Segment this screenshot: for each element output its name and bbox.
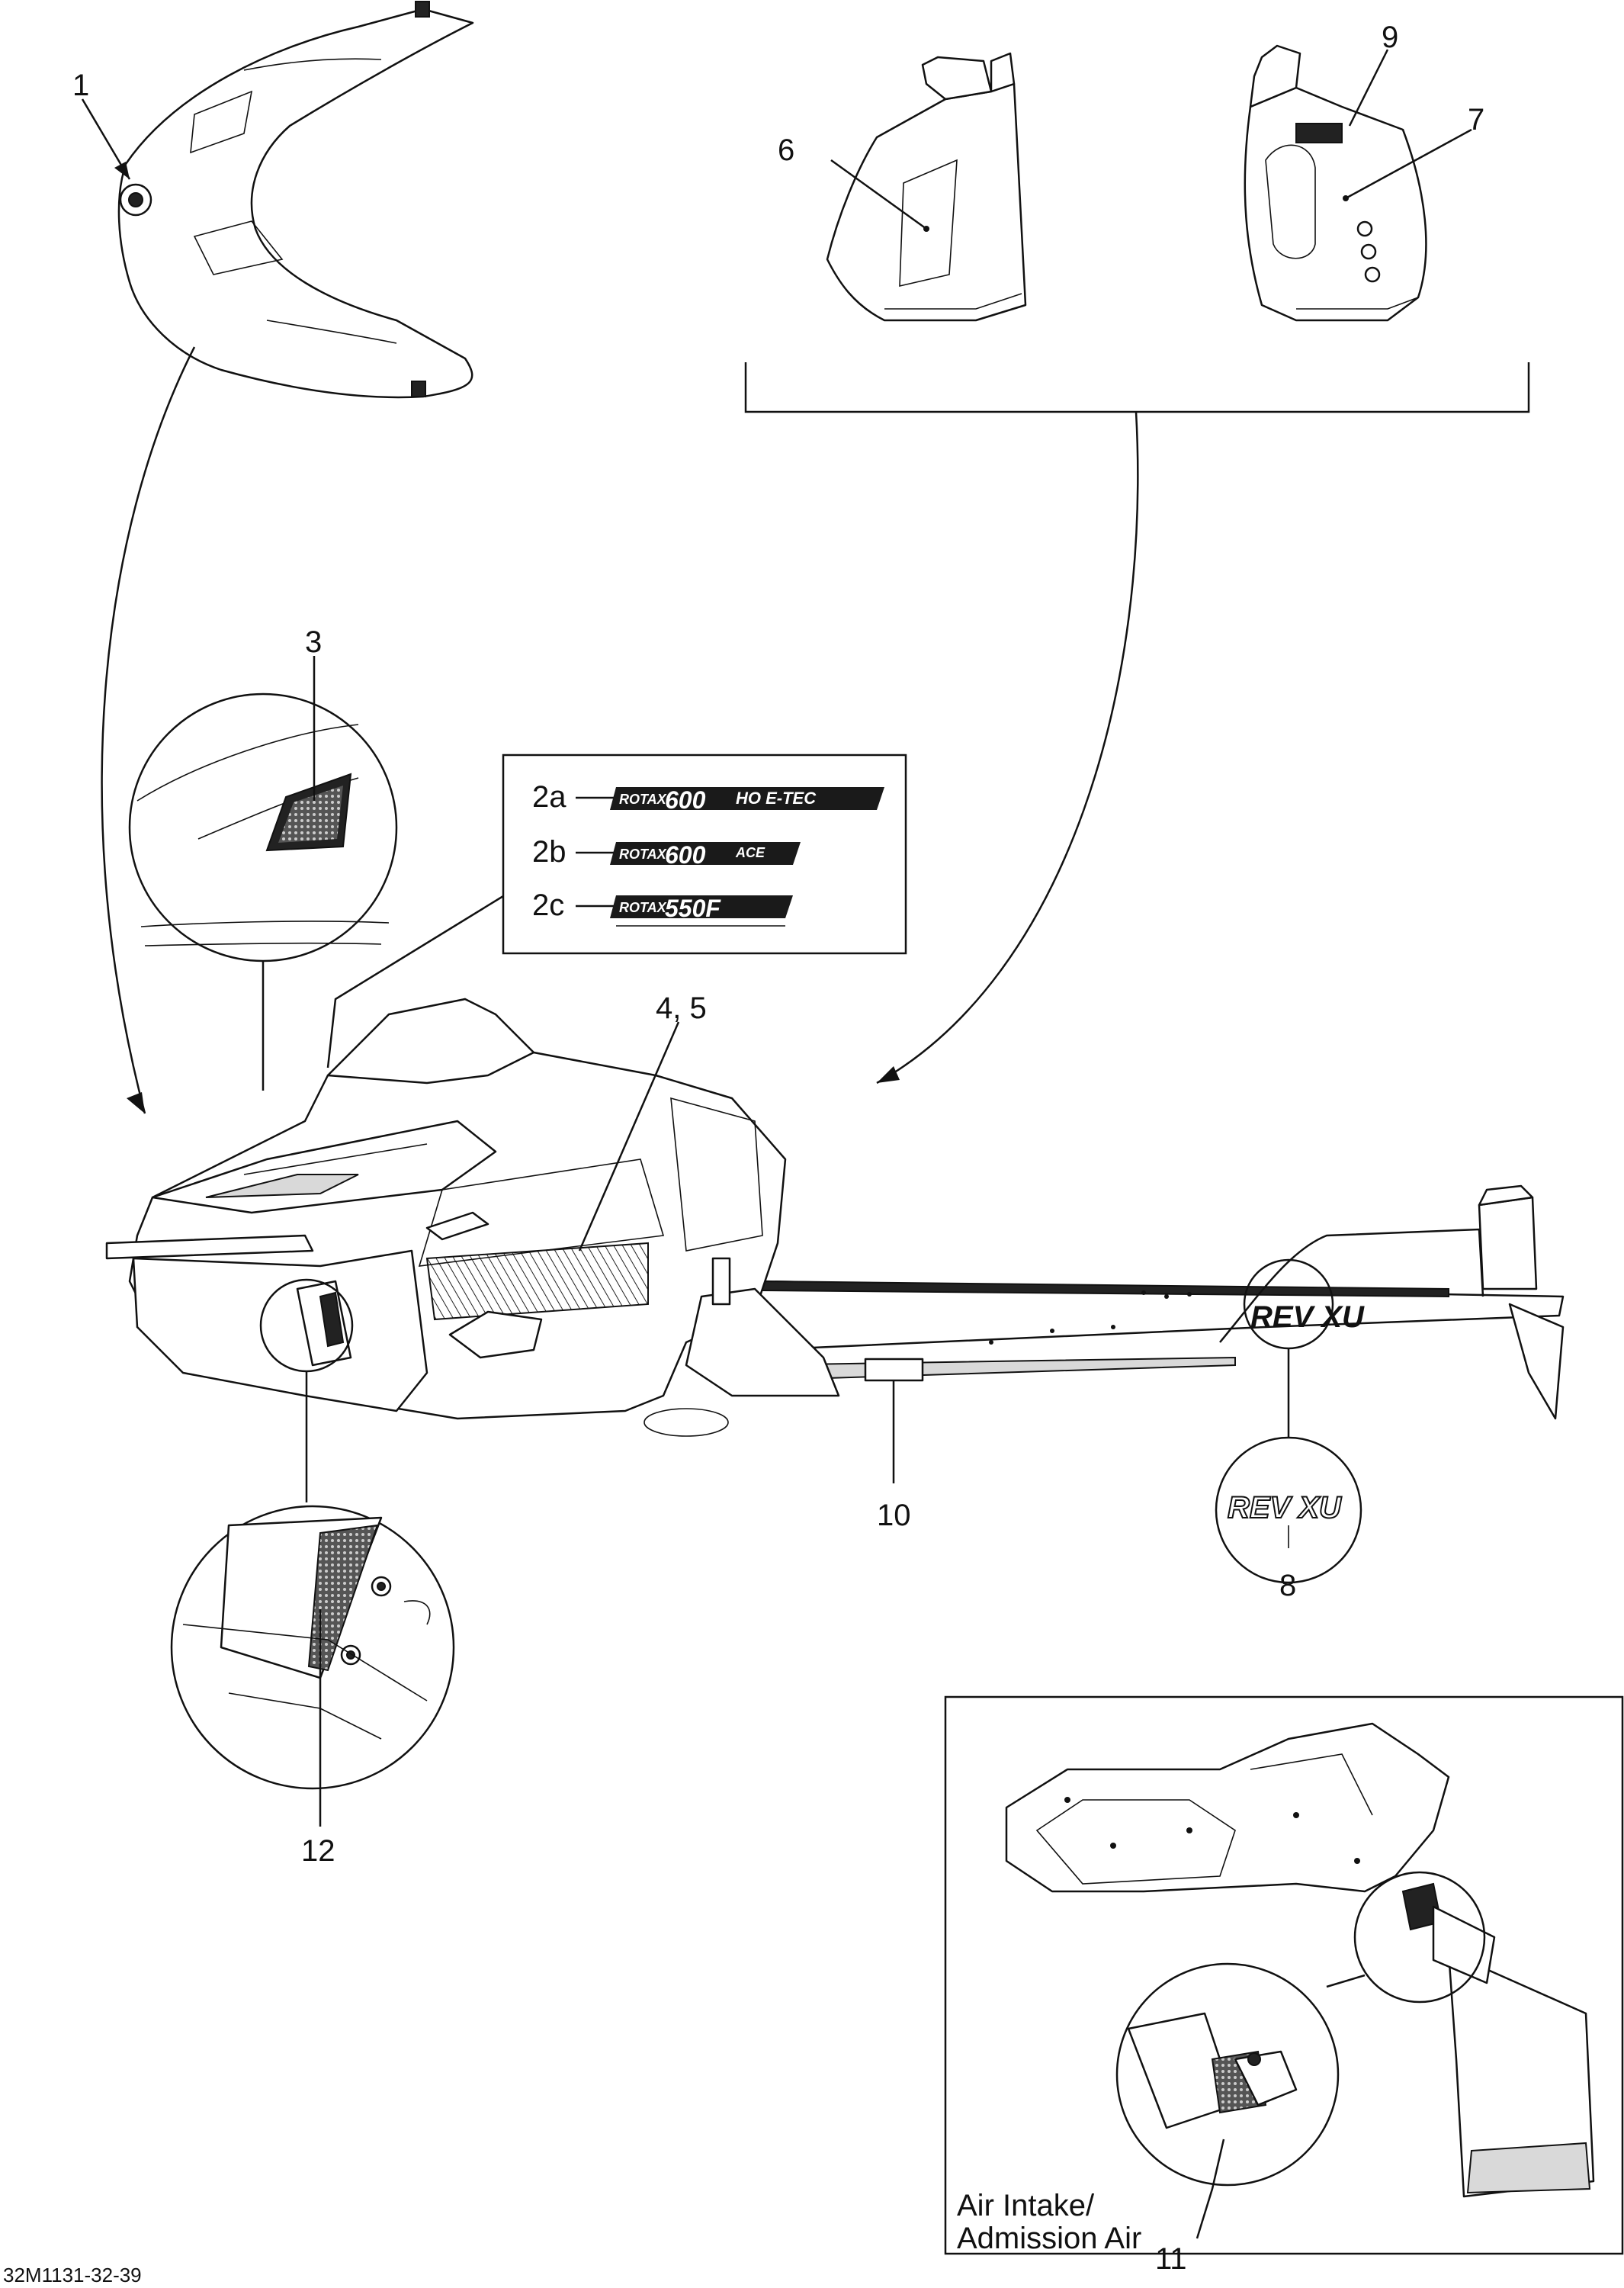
decal-2b-brand: ROTAX bbox=[619, 847, 667, 862]
callout-8: 8 bbox=[1279, 1569, 1296, 1602]
leader-callout-45 bbox=[578, 1021, 680, 1252]
arrow-callout-1 bbox=[114, 162, 130, 179]
point-callout-6 bbox=[923, 226, 929, 232]
side-panels-bracket bbox=[744, 362, 1530, 413]
callout-2a: 2a bbox=[532, 780, 566, 814]
snowmobile-body: REV XU bbox=[105, 998, 1565, 1437]
callout-4-5: 4, 5 bbox=[656, 991, 707, 1025]
decal-2b-model: 600 bbox=[665, 841, 706, 869]
decal-2b-suffix: ACE bbox=[735, 845, 765, 860]
decal-2a-brand: ROTAX bbox=[619, 792, 667, 807]
detail-circle-12 bbox=[170, 1278, 455, 1790]
inset-title-line2: Admission Air bbox=[957, 2222, 1141, 2255]
side-panel-right-part bbox=[1244, 44, 1427, 322]
air-intake-inset bbox=[944, 1695, 1624, 2255]
decal-2c-plate bbox=[610, 895, 793, 918]
callout-1: 1 bbox=[72, 69, 89, 102]
callout-3: 3 bbox=[305, 625, 322, 659]
leader-decal-box bbox=[326, 895, 504, 1068]
callout-2b: 2b bbox=[532, 835, 566, 869]
leader-hood bbox=[101, 346, 196, 1114]
decal-2a-model: 600 bbox=[665, 786, 706, 814]
callout-2c: 2c bbox=[532, 889, 564, 922]
leader-callout-7 bbox=[1345, 128, 1472, 200]
reference-number: 32M1131-32-39 bbox=[3, 2264, 142, 2286]
arrow-side-panels bbox=[877, 1066, 900, 1083]
callout-11: 11 bbox=[1155, 2242, 1187, 2276]
decal-2a-plate bbox=[610, 787, 884, 810]
decal-2a-suffix: HO E-TEC bbox=[736, 789, 817, 808]
callout-9: 9 bbox=[1382, 21, 1398, 54]
decal-2b-plate bbox=[610, 842, 801, 865]
callout-6: 6 bbox=[778, 133, 794, 167]
callout-10: 10 bbox=[877, 1499, 911, 1532]
leader-callout-6 bbox=[830, 159, 927, 230]
arrow-hood bbox=[127, 1092, 145, 1113]
decal-2c-brand: ROTAX bbox=[619, 900, 667, 915]
point-callout-7 bbox=[1343, 195, 1349, 201]
decal-2c-model: 550F bbox=[665, 895, 721, 922]
detail-circle-8: REV XU bbox=[1215, 1258, 1362, 1584]
inset-title-line1: Air Intake/ bbox=[957, 2189, 1095, 2222]
leader-callout-9 bbox=[1348, 49, 1389, 127]
tunnel-rev-xu-decal: REV XU bbox=[1250, 1300, 1365, 1334]
leader-callout-11 bbox=[1196, 2139, 1225, 2239]
detail-circle-3 bbox=[128, 693, 398, 962]
callout-12: 12 bbox=[301, 1834, 335, 1868]
engine-decal-box: ROTAX 600 HO E-TEC ROTAX 600 ACE ROTAX 5… bbox=[502, 754, 907, 955]
hood-panel-part bbox=[117, 1, 474, 399]
side-panel-left-part bbox=[826, 52, 1027, 322]
leader-side-panels bbox=[876, 411, 1139, 1085]
detail-rev-xu-decal: REV XU bbox=[1228, 1491, 1342, 1525]
callout-7: 7 bbox=[1468, 103, 1484, 137]
